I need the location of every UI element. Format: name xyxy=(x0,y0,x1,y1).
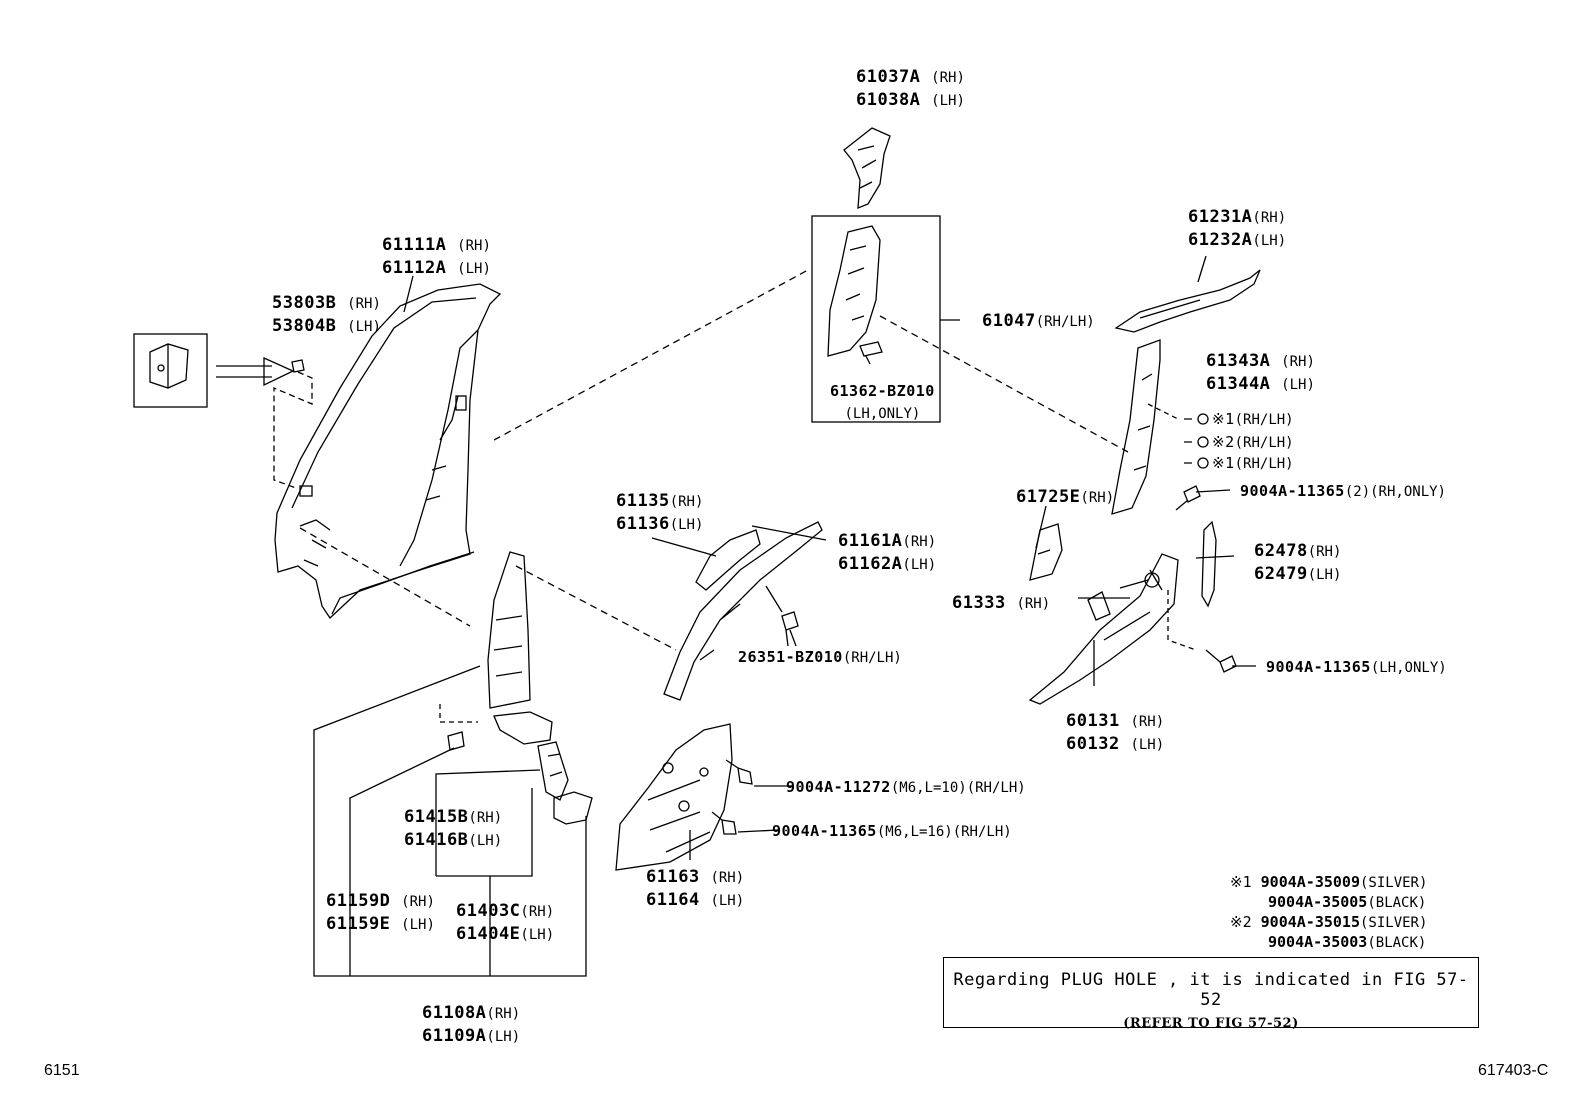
clip-61159-shape xyxy=(447,731,465,751)
callout-61159: 61159D (RH) 61159E (LH) xyxy=(326,891,435,934)
plug-hole-note-line2: (REFER TO FIG 57-52) xyxy=(1123,1016,1299,1031)
pillar-61161-shape xyxy=(663,521,823,701)
callout-61231: 61231A(RH) 61232A(LH) xyxy=(1188,207,1287,250)
callout-9004a-m6a: 9004A-11272(M6,L=10)(RH/LH) xyxy=(786,778,1026,796)
callout-61108: 61108A(RH) 61109A(LH) xyxy=(422,1003,521,1046)
pillar-61108-shape xyxy=(487,551,531,709)
callout-61725: 61725E(RH) xyxy=(1016,487,1115,507)
reinforcement-61403-shape xyxy=(537,741,569,801)
callout-61343: 61343A (RH) 61344A (LH) xyxy=(1206,351,1315,394)
callout-61163: 61163 (RH) 61164 (LH) xyxy=(646,867,745,910)
mark-row-2: ※2(RH/LH) xyxy=(1212,433,1294,451)
inset-arrow xyxy=(216,356,295,387)
bolt-right-upper-icon xyxy=(1175,485,1201,511)
mark-row-3: ※1(RH/LH) xyxy=(1212,454,1294,472)
legend-row-2: 9004A-35005(BLACK) xyxy=(1268,893,1427,911)
pillar-61343-shape xyxy=(1111,339,1161,515)
reinforcement-61415-shape xyxy=(493,711,553,745)
callout-61362: 61362-BZ010 (LH,ONLY) xyxy=(830,382,935,422)
callout-61161: 61161A(RH) 61162A(LH) xyxy=(838,531,937,574)
callout-9004a-rh-only: 9004A-11365(2)(RH,ONLY) xyxy=(1240,482,1446,500)
bracket-61135-shape xyxy=(695,529,761,591)
plug-hole-note-line1: Regarding PLUG HOLE , it is indicated in… xyxy=(953,970,1469,1010)
group-bracket-61108 xyxy=(313,665,587,977)
callout-26351: 26351-BZ010(RH/LH) xyxy=(738,648,902,666)
pillar-top-61037-shape xyxy=(843,127,891,209)
bracket-61333-shape xyxy=(1087,591,1111,621)
bracket-53803-shape xyxy=(291,359,305,373)
legend-row-1: ※1 9004A-35009(SILVER) xyxy=(1230,873,1428,891)
callout-62478: 62478(RH) 62479(LH) xyxy=(1254,541,1342,584)
clip-26351-icon xyxy=(781,611,799,647)
bracket-61725-shape xyxy=(1029,523,1063,581)
bolt-m6a-icon xyxy=(725,759,753,785)
bolt-m6b-icon xyxy=(711,811,737,835)
callout-61047: 61047(RH/LH) xyxy=(982,311,1095,331)
page-code: 6151 xyxy=(44,1062,80,1079)
rail-61231-shape xyxy=(1114,269,1261,333)
mark-row-1: ※1(RH/LH) xyxy=(1212,410,1294,428)
inset-box xyxy=(133,333,208,408)
callout-61037: 61037A (RH) 61038A (LH) xyxy=(856,67,965,110)
callout-61403: 61403C(RH) 61404E(LH) xyxy=(456,901,555,944)
panel-61163-shape xyxy=(615,723,733,871)
box-61047 xyxy=(811,215,941,423)
callout-61415: 61415B(RH) 61416B(LH) xyxy=(404,807,503,850)
member-60131-shape xyxy=(1028,553,1179,705)
legend-row-4: 9004A-35003(BLACK) xyxy=(1268,933,1427,951)
callout-9004a-lh-only: 9004A-11365(LH,ONLY) xyxy=(1266,658,1447,676)
front-pillar-outer-shape xyxy=(274,283,502,619)
callout-61135: 61135(RH) 61136(LH) xyxy=(616,491,704,534)
callout-60131: 60131 (RH) 60132 (LH) xyxy=(1066,711,1165,754)
callout-61111: 61111A (RH) 61112A (LH) xyxy=(382,235,491,278)
callout-61333: 61333 (RH) xyxy=(952,593,1051,613)
bracket-62478-shape xyxy=(1201,520,1217,608)
bolt-right-lower-icon xyxy=(1205,649,1237,673)
legend-row-3: ※2 9004A-35015(SILVER) xyxy=(1230,913,1428,931)
callout-9004a-m6b: 9004A-11365(M6,L=16)(RH/LH) xyxy=(772,822,1012,840)
callout-53803: 53803B (RH) 53804B (LH) xyxy=(272,293,381,336)
figure-code: 617403-C xyxy=(1478,1062,1549,1079)
inset-bracket-icon xyxy=(149,343,189,389)
plug-hole-note: Regarding PLUG HOLE , it is indicated in… xyxy=(943,957,1479,1031)
